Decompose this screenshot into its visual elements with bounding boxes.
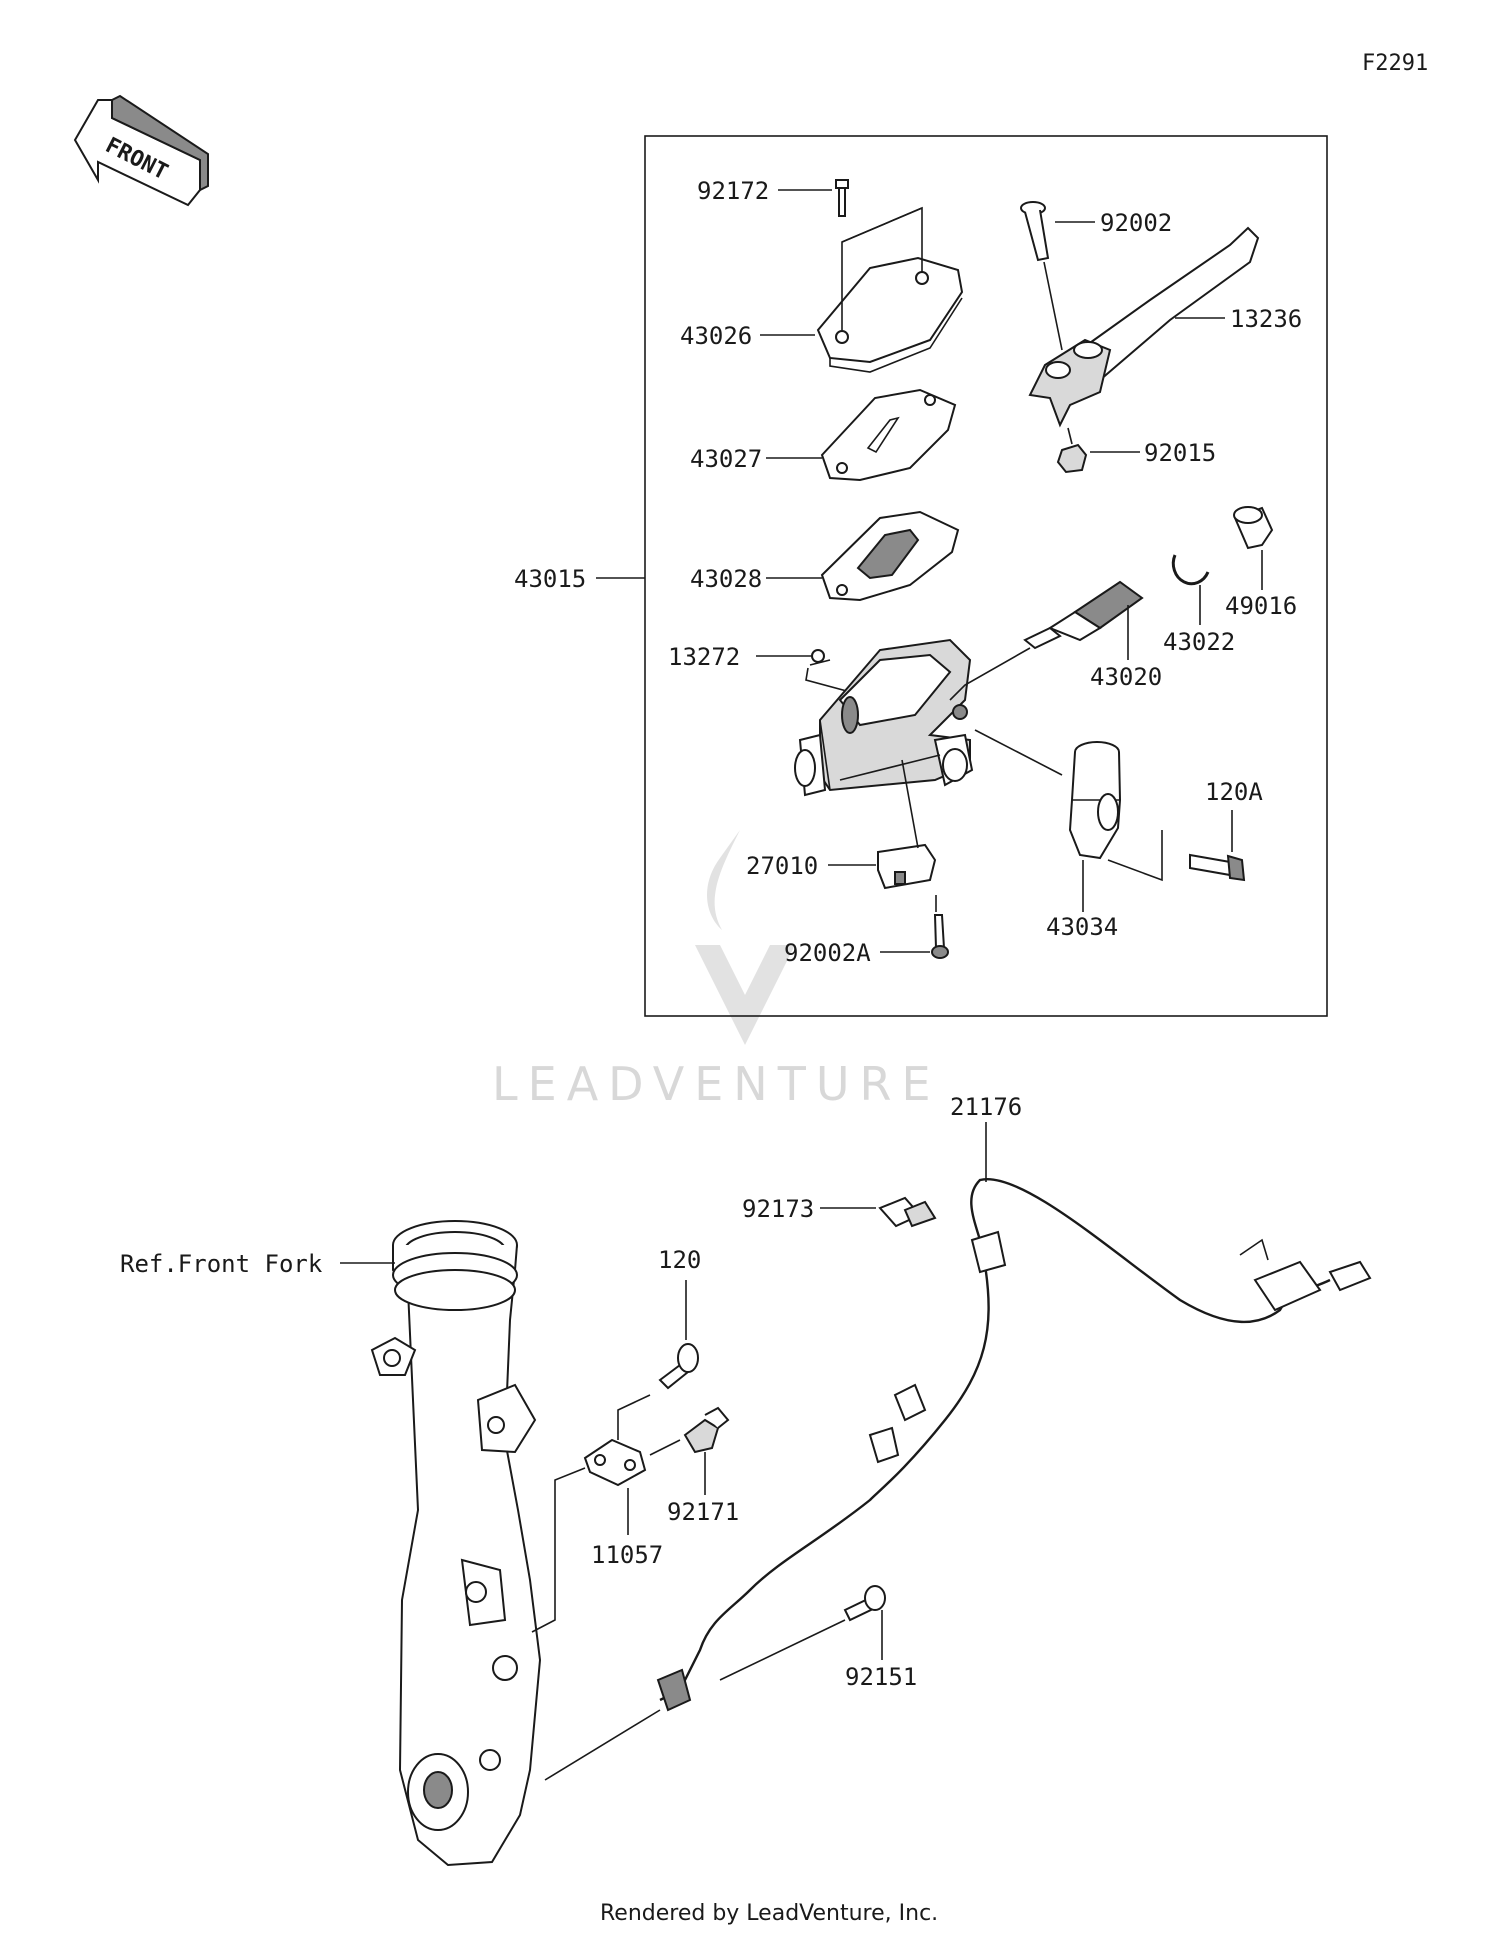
part-label-43026: 43026: [680, 322, 752, 350]
figure-id: F2291: [1362, 51, 1428, 76]
part-label-43015: 43015: [514, 565, 586, 593]
front-arrow-icon: FRONT: [73, 94, 209, 207]
brake-switch-27010-icon: [877, 843, 937, 890]
nut-92015-icon: [1056, 443, 1088, 474]
bracket-11057-icon: [583, 1438, 647, 1487]
part-label-92171: 92171: [667, 1498, 739, 1526]
part-label-11057: 11057: [591, 1541, 663, 1569]
part-label-43027: 43027: [690, 445, 762, 473]
part-label-92002A: 92002A: [784, 939, 871, 967]
reservoir-cap-43026-icon: [816, 256, 964, 373]
pivot-bolt-92002-icon: [1020, 201, 1050, 262]
part-label-13236: 13236: [1230, 305, 1302, 333]
master-cylinder-body-icon: [794, 638, 974, 797]
footer-credit: Rendered by LeadVenture, Inc.: [600, 1901, 938, 1926]
part-label-13272: 13272: [668, 643, 740, 671]
diaphragm-plate-43027-icon: [820, 388, 957, 482]
diaphragm-43028-icon: [820, 510, 960, 602]
part-label-43034: 43034: [1046, 913, 1118, 941]
bolt-120-icon: [658, 1343, 699, 1390]
clip-92171-icon: [683, 1406, 730, 1454]
part-label-43028: 43028: [690, 565, 762, 593]
front-fork-icon: [370, 1220, 542, 1867]
brake-lever-13236-icon: [1028, 226, 1260, 428]
ref-front-fork-label: Ref.Front Fork: [120, 1250, 323, 1278]
part-label-120A: 120A: [1205, 778, 1263, 806]
bolt-120A-icon: [1189, 853, 1246, 882]
piston-43020-icon: [1023, 580, 1144, 650]
part-label-49016: 49016: [1225, 592, 1297, 620]
part-label-43022: 43022: [1163, 628, 1235, 656]
part-label-92002: 92002: [1100, 209, 1172, 237]
clamp-43034-icon: [1068, 741, 1122, 860]
part-label-21176: 21176: [950, 1093, 1022, 1121]
screw-92002A-icon: [931, 914, 949, 959]
part-label-43020: 43020: [1090, 663, 1162, 691]
bleeder-13272-icon: [809, 649, 831, 666]
watermark-logo: [695, 830, 795, 1045]
bolt-92151-icon: [843, 1585, 886, 1622]
watermark-text: LEADVENTURE: [492, 1057, 941, 1111]
part-label-120: 120: [658, 1246, 701, 1274]
screw-92172-icon: [835, 179, 849, 217]
abs-sensor-cable-21176-icon: [656, 1177, 1372, 1712]
part-label-92172: 92172: [697, 177, 769, 205]
cable-clamp-92173-icon: [878, 1196, 937, 1228]
assembly-box: [644, 135, 1328, 1017]
circlip-43022-icon: [1171, 554, 1210, 586]
part-label-27010: 27010: [746, 852, 818, 880]
part-label-92015: 92015: [1144, 439, 1216, 467]
part-label-92173: 92173: [742, 1195, 814, 1223]
part-label-92151: 92151: [845, 1663, 917, 1691]
boot-49016-icon: [1233, 506, 1274, 550]
